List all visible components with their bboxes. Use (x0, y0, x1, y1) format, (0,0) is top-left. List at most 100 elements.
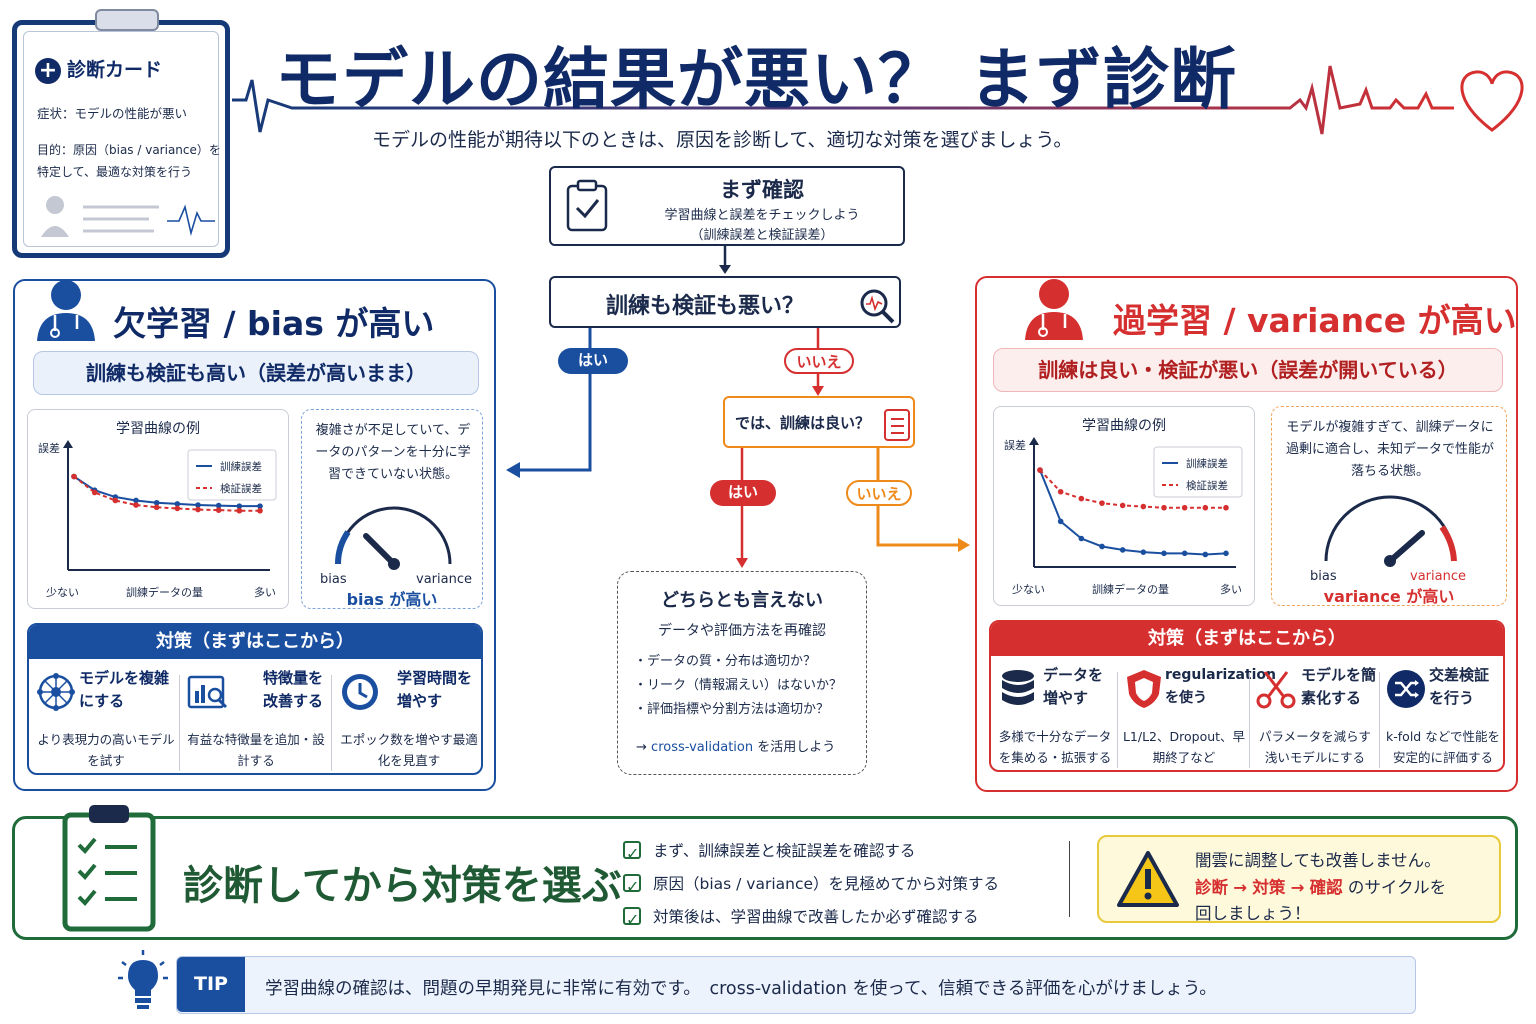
measure-item: モデルを簡素化する パラメータを減らす浅いモデルにする (1253, 662, 1377, 770)
first-check-line2: （訓練誤差と検証誤差） (690, 228, 834, 243)
checkbox-icon (623, 837, 641, 870)
no-pill-1: いいえ (784, 348, 854, 374)
question-train-good: では、訓練は良い？ (723, 396, 915, 448)
data-point (1057, 518, 1064, 525)
underfit-desc-box: 複雑さが不足していて、データのパターンを十分に学習できていない状態。 bias … (301, 409, 483, 609)
chart-title: 学習曲線の例 (116, 421, 200, 437)
data-point (153, 504, 160, 511)
measure-title: モデルを簡素化する (1301, 666, 1377, 707)
measure-item: regularizationを使う L1/L2、Dropout、早期終了など (1121, 662, 1276, 770)
underfit-learning-curve: 誤差少ない多い訓練データの量訓練誤差検証誤差 (38, 440, 277, 599)
legend-label: 検証誤差 (220, 482, 262, 495)
summary-headline: 診断してから対策を選ぶ (183, 863, 622, 909)
diagnosis-card: +診断カード 症状：モデルの性能が悪い 目的：原因（bias / varianc… (12, 9, 230, 258)
neither-list: ・データの質・分布は適切か？ ・リーク（情報漏えい）はないか？ ・評価指標や分割… (634, 650, 842, 722)
magnifier-icon (860, 289, 895, 324)
underfit-band: 訓練も検証も高い（誤差が高いまま） (33, 351, 479, 395)
data-point (1140, 503, 1147, 510)
series-line (73, 475, 260, 512)
series-line (1039, 469, 1227, 556)
data-point (1202, 551, 1209, 558)
x-tick-label: 少ない (1012, 583, 1045, 596)
card-symptom: 症状：モデルの性能が悪い (37, 106, 188, 121)
data-point (1181, 504, 1188, 511)
gauge-right-label: variance (1410, 569, 1466, 584)
data-point (257, 503, 263, 509)
question-train-good-label: では、訓練は良い？ (735, 414, 871, 432)
gauge-result: variance が高い (1323, 587, 1455, 606)
measure-item: モデルを複雑にする より表現力の高いモデルを試す (33, 665, 179, 773)
clipboard-clip (95, 9, 159, 31)
clipboard-check-icon (566, 179, 608, 232)
data-point (91, 489, 98, 496)
summary-box: 診断してから対策を選ぶ まず、訓練誤差と検証誤差を確認する 原因（bias / … (12, 805, 1518, 940)
underfit-chart-box: 学習曲線の例 誤差少ない多い訓練データの量訓練誤差検証誤差 (27, 409, 289, 609)
yes-pill-2: はい (710, 480, 776, 506)
warning-line1: 闇雲に調整しても改善しません。 (1195, 851, 1441, 870)
data-point (1099, 543, 1105, 550)
data-point (195, 502, 201, 508)
chart-search-icon (187, 675, 228, 709)
data-point (133, 502, 139, 508)
tip-bar: TIP 学習曲線の確認は、問題の早期発見に非常に有効です。 cross-vali… (176, 956, 1416, 1014)
underfit-heading: 欠学習 / bias が高い (113, 304, 435, 343)
data-point (174, 505, 181, 512)
legend-label: 訓練誤差 (1186, 457, 1228, 470)
heart-icon (1460, 70, 1524, 132)
patient-icon (41, 196, 215, 237)
list-item: ・評価指標や分割方法は適切か？ (634, 702, 830, 717)
check-item: まず、訓練誤差と検証誤差を確認する (623, 835, 999, 870)
doctor-icon (37, 280, 95, 341)
warning-line3: 回しましょう！ (1195, 904, 1311, 923)
data-point (112, 497, 119, 504)
y-axis-arrow (63, 440, 73, 448)
data-point (236, 503, 243, 509)
lightbulb-icon (118, 950, 168, 1009)
measure-desc: より表現力の高いモデルを試す (37, 732, 175, 768)
page-subtitle: モデルの性能が期待以下のときは、原因を診断して、適切な対策を選びましょう。 (372, 129, 1073, 151)
data-point (174, 501, 181, 507)
data-point (1140, 549, 1147, 555)
checkbox-icon (623, 903, 641, 936)
data-point (1078, 535, 1085, 542)
data-point (1099, 500, 1105, 506)
gauge-result: bias が高い (346, 590, 438, 609)
first-check-title: まず確認 (720, 178, 804, 202)
data-point (1119, 502, 1126, 509)
data-point (1223, 550, 1229, 557)
card-title-row: +診断カード (35, 55, 162, 84)
data-point (133, 497, 139, 504)
page-title: モデルの結果が悪い？ まず診断 (275, 41, 1237, 118)
overfit-learning-curve: 誤差少ない多い訓練データの量訓練誤差検証誤差 (1004, 437, 1243, 596)
neither-subtitle: データや評価方法を再確認 (658, 623, 826, 639)
data-point (153, 499, 160, 506)
scissors-icon (1256, 671, 1296, 709)
warning-line2: 診断 → 対策 → 確認 のサイクルを (1195, 878, 1447, 897)
gauge-icon (1324, 495, 1457, 567)
x-tick-label: 少ない (46, 586, 79, 599)
data-point (1181, 550, 1188, 557)
measure-title: 特徴量を改善する (263, 669, 324, 710)
check-item: 原因（bias / variance）を見極めてから対策する (623, 868, 999, 903)
overfit-desc-box: モデルが複雑すぎて、訓練データに過剰に適合し、未知データで性能が落ちる状態。 b… (1271, 406, 1507, 606)
chart-title: 学習曲線の例 (1082, 418, 1166, 434)
list-item: ・データの質・分布は適切か？ (634, 654, 817, 669)
y-axis-label: 誤差 (38, 441, 60, 455)
gauge-left-label: bias (320, 572, 347, 587)
data-point (195, 506, 201, 513)
heartbeat-line (232, 65, 1524, 135)
measure-item: 学習時間を増やす エポック数を増やす最適化を見直す (337, 665, 481, 773)
underfit-desc: 複雑さが不足していて、データのパターンを十分に学習できていない状態。 (315, 423, 471, 482)
warning-icon (1117, 851, 1179, 907)
measure-desc: L1/L2、Dropout、早期終了など (1122, 729, 1246, 765)
checkbox-icon (623, 870, 641, 903)
card-purpose: 目的：原因（bias / variance）を特定して、最適な対策を行う (37, 143, 221, 179)
series-line (73, 475, 260, 508)
overfit-desc: モデルが複雑すぎて、訓練データに過剰に適合し、未知データで性能が落ちる状態。 (1285, 420, 1494, 479)
gauge-right-label: variance (416, 572, 472, 587)
network-icon (37, 673, 75, 711)
database-icon (1002, 670, 1034, 705)
legend-label: 検証誤差 (1186, 479, 1228, 492)
y-axis-arrow (1029, 437, 1039, 445)
gauge-left-label: bias (1310, 569, 1337, 584)
